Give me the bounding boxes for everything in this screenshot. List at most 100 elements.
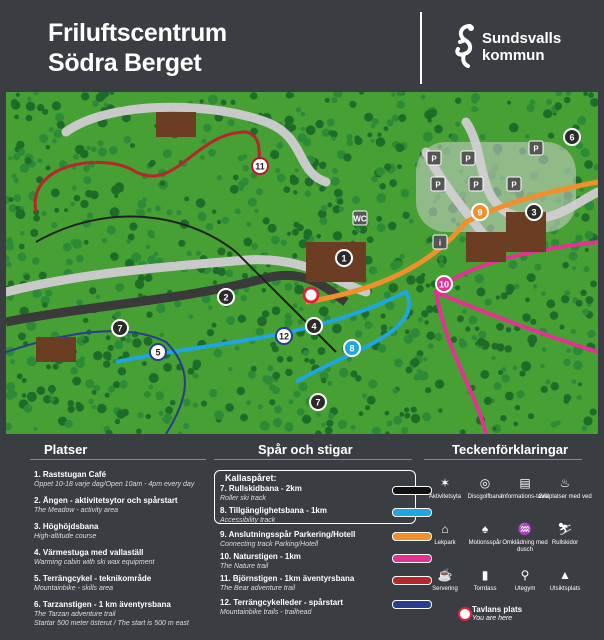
tree	[582, 308, 589, 316]
title-line-1: Friluftscentrum	[48, 19, 227, 47]
tree	[51, 222, 58, 229]
tree	[146, 207, 152, 213]
tree	[109, 207, 120, 218]
tree	[174, 300, 182, 308]
tree	[32, 288, 42, 298]
tree	[200, 400, 208, 407]
map-marker-2[interactable]	[217, 288, 235, 306]
tree	[402, 211, 410, 219]
place-sub: The Tarzan adventure trail	[34, 611, 116, 618]
map-marker-9[interactable]	[471, 203, 489, 221]
trail-sub: Connecting track Parking/Hotell	[220, 541, 319, 548]
facility-sign	[460, 150, 476, 166]
map-marker-8[interactable]	[343, 339, 361, 357]
map-marker-label: 4	[311, 322, 316, 332]
tree	[217, 267, 226, 277]
tree	[52, 363, 59, 370]
tree	[512, 365, 518, 371]
tree	[298, 239, 308, 249]
tree	[81, 92, 90, 101]
tree	[583, 416, 593, 426]
tree	[20, 231, 25, 236]
tree	[116, 184, 124, 193]
tree	[42, 108, 49, 115]
tree	[501, 374, 510, 383]
tree	[391, 92, 396, 97]
tree	[129, 222, 138, 231]
tree	[200, 155, 205, 160]
tree	[274, 405, 283, 414]
tree	[501, 367, 507, 373]
tree	[590, 280, 597, 288]
tree	[242, 154, 248, 159]
tree	[206, 329, 215, 337]
tree	[389, 179, 397, 187]
place-sub: The Meadow - activity area	[34, 507, 119, 514]
tree	[525, 133, 530, 139]
symbol-label: Informations-tavla	[501, 494, 549, 500]
viewpoint-legend-item: ▲Utsiktsplats	[538, 566, 592, 593]
map-marker-1[interactable]	[335, 249, 353, 267]
symbol-label: Motionsspår	[468, 540, 502, 546]
tree	[86, 212, 94, 219]
tree	[559, 324, 565, 330]
map-marker-3[interactable]	[525, 203, 543, 221]
map-marker-5[interactable]	[149, 343, 167, 361]
tree	[250, 365, 257, 372]
map-marker-11[interactable]	[251, 157, 269, 175]
tree	[372, 426, 381, 434]
tree	[184, 196, 190, 202]
tree	[75, 401, 82, 408]
facility-sign	[426, 150, 442, 166]
facility-sign	[528, 140, 544, 156]
map-marker-6[interactable]	[563, 128, 581, 146]
tree	[337, 419, 347, 429]
tree	[404, 407, 410, 413]
tree	[434, 333, 443, 341]
tree	[457, 315, 464, 323]
tree	[67, 405, 75, 413]
map-marker-7[interactable]	[309, 393, 327, 411]
map-marker-10[interactable]	[435, 275, 453, 293]
tree	[27, 96, 32, 102]
tree	[276, 173, 286, 183]
tree	[334, 188, 343, 198]
tree	[192, 402, 198, 408]
map-marker-4[interactable]	[305, 317, 323, 335]
tree	[88, 398, 94, 404]
you-are-here-icon	[458, 607, 472, 621]
tree	[386, 119, 394, 127]
tree	[461, 309, 467, 314]
tree	[47, 384, 56, 393]
tree	[563, 96, 571, 104]
tree	[339, 368, 349, 378]
map-marker-12[interactable]	[275, 327, 293, 345]
tree	[125, 337, 132, 344]
symbol-label: Utegym	[514, 586, 536, 592]
map-marker-7[interactable]	[111, 319, 129, 337]
tree	[514, 404, 521, 411]
tree	[410, 328, 420, 338]
map-marker-label: 11	[255, 162, 265, 172]
tree	[395, 143, 405, 153]
symbol-label: Utsiktsplats	[549, 586, 581, 592]
tree	[354, 135, 361, 141]
tree	[333, 92, 343, 98]
tree	[83, 239, 89, 245]
tree	[50, 188, 60, 198]
tree	[299, 306, 304, 311]
tree	[14, 114, 19, 120]
tree	[197, 211, 207, 221]
tree	[192, 359, 202, 369]
tree	[327, 381, 333, 386]
tree	[476, 337, 486, 347]
tree	[317, 347, 326, 356]
tree	[97, 147, 107, 157]
tree	[199, 99, 204, 104]
tree	[300, 111, 306, 117]
tree	[18, 148, 26, 156]
